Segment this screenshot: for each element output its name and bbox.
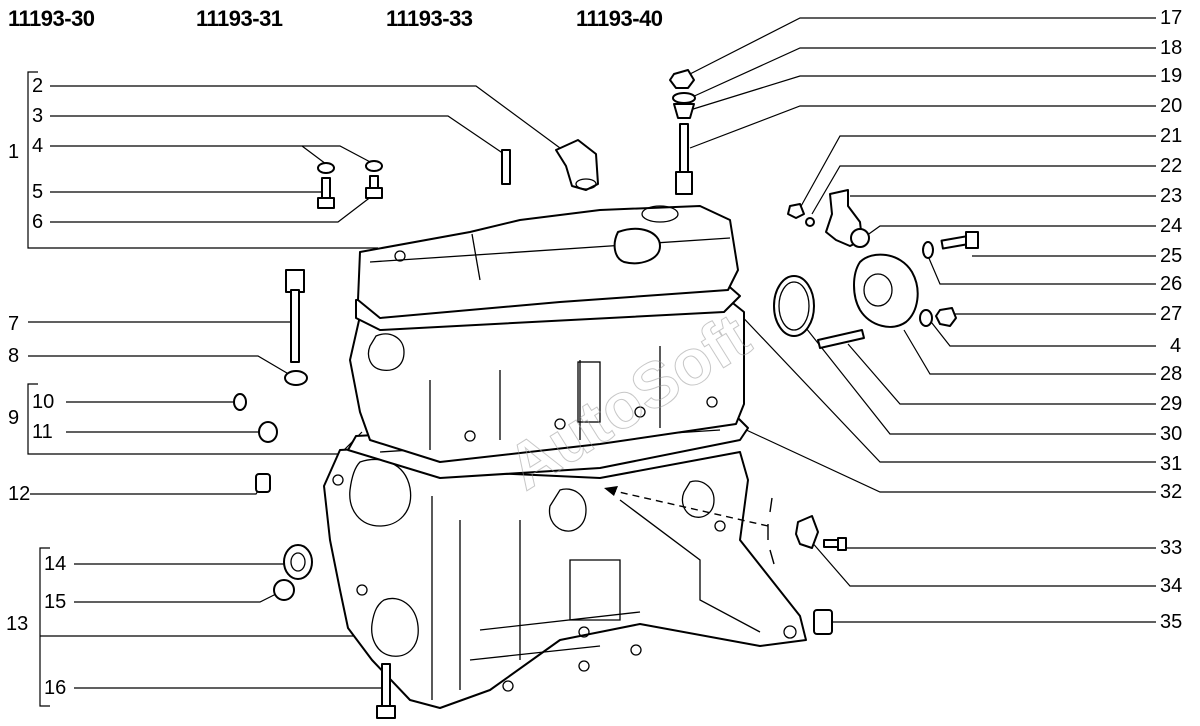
callout-6: 6 [32,211,44,233]
callout-17: 17 [1160,7,1183,29]
callout-34: 34 [1160,575,1183,597]
callout-14: 14 [44,553,67,575]
head-bolt-7 [285,269,305,363]
callout-15: 15 [44,591,67,613]
callout-31: 31 [1160,453,1183,475]
bracket-group-13 [39,547,358,707]
plug-21 [787,203,805,219]
callout-23: 23 [1160,185,1183,207]
callout-35: 35 [1160,611,1183,633]
seal-15 [273,579,295,601]
callout-25: 25 [1160,245,1183,267]
callout-29: 29 [1160,393,1183,415]
callout-21: 21 [1160,125,1183,147]
callout-33: 33 [1160,537,1183,559]
washer-18 [672,92,696,104]
gasket-ring-29 [773,275,815,337]
breather-hose-fitting [555,139,599,191]
callout-10: 10 [32,391,55,413]
catalog-code-1: 11193-30 [8,6,95,31]
callout-16: 16 [44,677,67,699]
callout-28: 28 [1160,363,1183,385]
seal-11 [258,421,278,443]
stud-30 [817,329,865,349]
callout-12: 12 [8,483,31,505]
callout-5: 5 [32,181,44,203]
callout-30: 30 [1160,423,1183,445]
callout-22: 22 [1160,155,1183,177]
water-pump-28 [853,253,919,328]
callout-20: 20 [1160,95,1183,117]
stud-3 [501,149,511,185]
callout-24: 24 [1160,215,1183,237]
callout-2: 2 [32,75,44,97]
grommet-19 [673,103,695,119]
cylinder-block [323,445,807,709]
oil-seal-14 [283,544,313,580]
leader-lines-right [689,17,1156,623]
nut-27 [935,307,957,327]
valve-seal-10 [233,393,247,411]
callout-8: 8 [8,345,20,367]
callout-9: 9 [8,407,20,429]
stud-20 [675,123,693,195]
bracket-group-9 [27,383,363,455]
callout-26: 26 [1160,273,1183,295]
valve-cover [357,205,739,319]
callout-27: 27 [1160,303,1183,325]
catalog-code-3: 11193-33 [386,6,473,31]
washer-4-right [919,309,933,327]
bolt-33 [823,537,847,551]
o-ring-24 [850,228,870,248]
sensor-34 [795,515,819,549]
catalog-code-2: 11193-31 [196,6,283,31]
bushing-12 [255,473,271,493]
callout-4: 4 [32,135,44,157]
washers-4 [317,160,383,174]
callout-1: 1 [8,141,20,163]
callout-3: 3 [32,105,44,127]
bracket-group-1 [27,71,378,249]
assembly-arrow [604,486,775,565]
nut-17 [669,69,695,89]
callout-7: 7 [8,313,20,335]
washer-22 [805,217,815,227]
catalog-code-4: 11193-40 [576,6,663,31]
callout-4-right: 4 [1170,335,1182,357]
washer-8 [284,370,308,386]
bolts-5-6 [317,175,383,209]
callout-13: 13 [6,613,29,635]
callout-11: 11 [32,421,53,443]
bushing-35 [813,609,833,635]
bolt-25 [940,231,979,250]
bolt-16 [376,663,396,719]
cylinder-head [349,295,745,463]
callout-18: 18 [1160,37,1183,59]
callout-19: 19 [1160,65,1183,87]
callout-32: 32 [1160,481,1183,503]
washer-26 [922,241,934,259]
